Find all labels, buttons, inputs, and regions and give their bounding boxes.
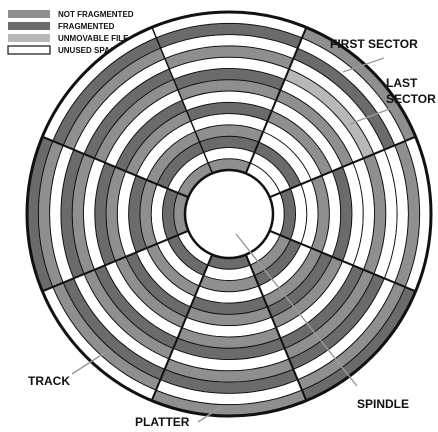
- label-last-sector-line2: SECTOR: [386, 92, 436, 106]
- legend-label-fragmented: FRAGMENTED: [58, 22, 115, 31]
- label-spindle: SPINDLE: [357, 397, 409, 411]
- legend-swatch-fragmented: [8, 22, 50, 30]
- label-last-sector-line1: LAST: [386, 76, 418, 90]
- disk-platter: [27, 12, 431, 416]
- legend-label-not-fragmented: NOT FRAGMENTED: [58, 10, 134, 19]
- spindle-hole: [185, 170, 273, 258]
- legend-swatch-unmovable-file: [8, 34, 50, 42]
- label-platter: PLATTER: [135, 415, 190, 429]
- legend-label-unmovable-file: UNMOVABLE FILE: [58, 34, 129, 43]
- label-track: TRACK: [28, 374, 70, 388]
- legend-swatch-unused-space: [8, 46, 50, 54]
- label-first-sector: FIRST SECTOR: [330, 37, 418, 51]
- legend-swatch-not-fragmented: [8, 10, 50, 18]
